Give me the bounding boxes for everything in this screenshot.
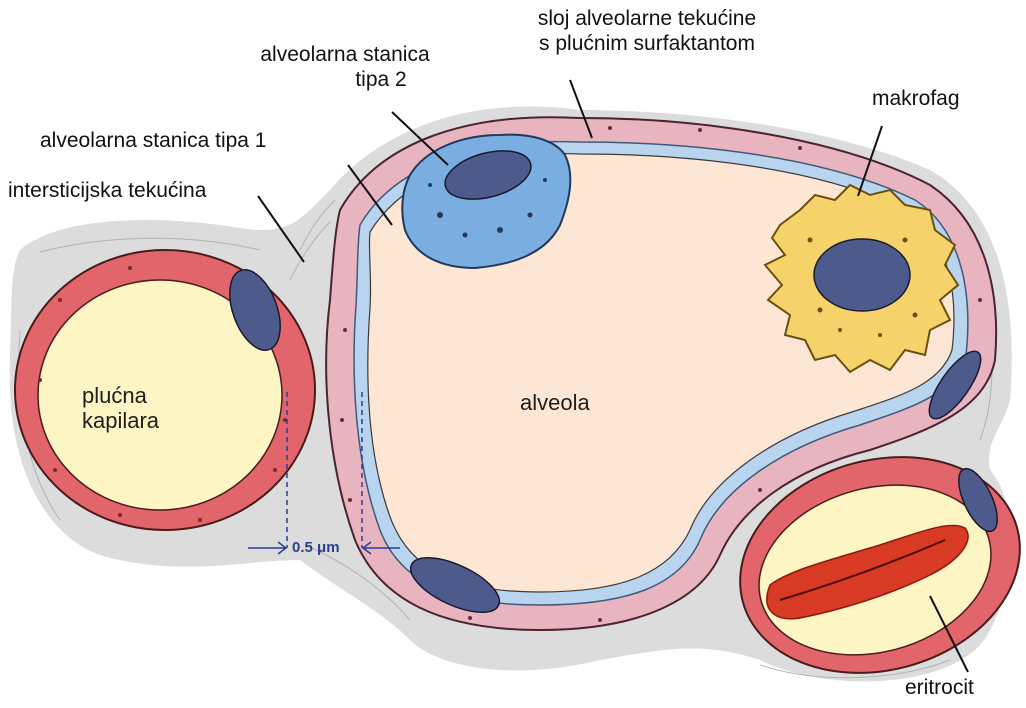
label-capillary: plućna kapilara: [82, 383, 159, 434]
label-capillary-line1: plućna: [82, 383, 159, 408]
label-scale: 0.5 μm: [292, 539, 340, 556]
label-erythrocyte: eritrocit: [905, 675, 974, 700]
label-type2-line2: tipa 2: [225, 67, 465, 92]
label-type1-cell: alveolarna stanica tipa 1: [40, 128, 266, 153]
label-fluid-layer-line2: s plućnim surfaktantom: [497, 31, 797, 56]
label-alveolus: alveola: [520, 390, 590, 415]
label-capillary-line2: kapilara: [82, 408, 159, 433]
label-fluid-layer: sloj alveolarne tekućine s plućnim surfa…: [497, 6, 797, 56]
label-interstitial-fluid: intersticijska tekućina: [8, 178, 206, 203]
label-macrophage: makrofag: [872, 86, 960, 111]
label-type2-cell: alveolarna stanica tipa 2: [225, 42, 465, 92]
label-type2-line1: alveolarna stanica: [225, 42, 465, 67]
capillary-left: [15, 250, 315, 530]
label-fluid-layer-line1: sloj alveolarne tekućine: [497, 6, 797, 31]
macrophage-nucleus: [814, 239, 910, 311]
